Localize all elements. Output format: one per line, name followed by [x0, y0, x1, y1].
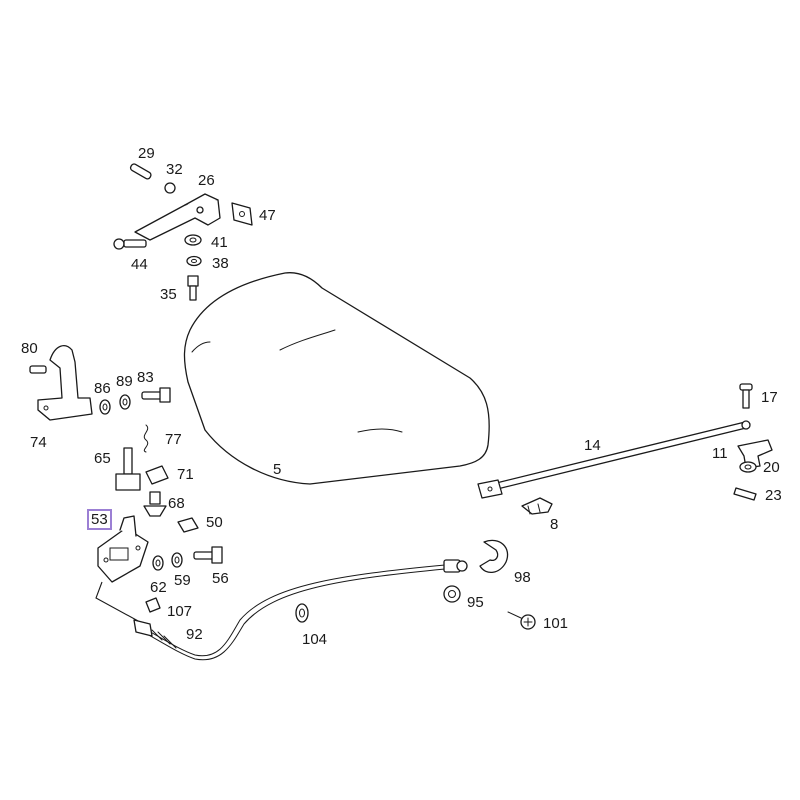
callout-95[interactable]: 95	[467, 594, 484, 611]
callout-26[interactable]: 26	[198, 172, 215, 189]
callout-50[interactable]: 50	[206, 514, 223, 531]
callout-17[interactable]: 17	[761, 389, 778, 406]
callout-104[interactable]: 104	[302, 631, 328, 648]
clip-8	[521, 497, 553, 515]
callout-5[interactable]: 5	[273, 461, 282, 478]
callout-41[interactable]: 41	[211, 234, 228, 251]
bolt-83	[141, 387, 171, 403]
bolt-35	[187, 275, 199, 301]
clip-107	[145, 597, 161, 613]
bolt-56	[193, 546, 223, 564]
callout-8[interactable]: 8	[550, 516, 559, 533]
screw-101	[507, 611, 536, 630]
clip-32	[164, 182, 176, 194]
callout-35[interactable]: 35	[160, 286, 177, 303]
callout-98[interactable]: 98	[514, 569, 531, 586]
callout-23[interactable]: 23	[765, 487, 782, 504]
hood-panel	[183, 272, 490, 485]
callout-68[interactable]: 68	[168, 495, 185, 512]
pin-17	[739, 383, 753, 409]
pin-65	[115, 447, 141, 491]
callout-77[interactable]: 77	[165, 431, 182, 448]
callout-92[interactable]: 92	[186, 626, 203, 643]
callout-83[interactable]: 83	[137, 369, 154, 386]
callout-80[interactable]: 80	[21, 340, 38, 357]
rod-14	[477, 420, 751, 499]
callout-14[interactable]: 14	[584, 437, 601, 454]
screw-44	[113, 238, 147, 250]
callout-47[interactable]: 47	[259, 207, 276, 224]
washer-20	[739, 461, 757, 473]
callout-32[interactable]: 32	[166, 161, 183, 178]
callout-71[interactable]: 71	[177, 466, 194, 483]
screw-80	[29, 365, 47, 374]
catch-71	[145, 465, 169, 485]
callout-56[interactable]: 56	[212, 570, 229, 587]
washer-41	[184, 234, 202, 246]
callout-11[interactable]: 11	[712, 445, 728, 462]
callout-107[interactable]: 107	[167, 603, 193, 620]
callout-20[interactable]: 20	[763, 459, 780, 476]
callout-101[interactable]: 101	[543, 615, 569, 632]
clip-23	[733, 487, 757, 501]
callout-53-selected[interactable]: 53	[87, 509, 112, 530]
washer-59	[171, 552, 183, 568]
bracket-47	[231, 202, 253, 226]
bracket-74	[37, 345, 93, 421]
callout-62[interactable]: 62	[150, 579, 167, 596]
callout-38[interactable]: 38	[212, 255, 229, 272]
callout-86[interactable]: 86	[94, 380, 111, 397]
callout-44[interactable]: 44	[131, 256, 148, 273]
callout-65[interactable]: 65	[94, 450, 111, 467]
grommet-104	[295, 603, 309, 623]
spring-77	[143, 424, 149, 453]
lock-53	[97, 515, 149, 583]
hinge-26	[134, 193, 221, 241]
bolt-68	[143, 491, 167, 517]
callout-59[interactable]: 59	[174, 572, 191, 589]
leader-line	[95, 581, 141, 623]
holder-11	[737, 439, 773, 469]
nut-95	[443, 585, 461, 603]
callout-89[interactable]: 89	[116, 373, 133, 390]
cable-92	[133, 559, 468, 661]
washer-38	[186, 255, 202, 267]
washer-62	[152, 555, 164, 571]
retainer-98	[479, 539, 509, 573]
washer-89	[119, 394, 131, 410]
pin-29	[129, 163, 152, 180]
callout-74[interactable]: 74	[30, 434, 47, 451]
clip-50	[177, 517, 199, 533]
callout-29[interactable]: 29	[138, 145, 155, 162]
washer-86	[99, 399, 111, 415]
